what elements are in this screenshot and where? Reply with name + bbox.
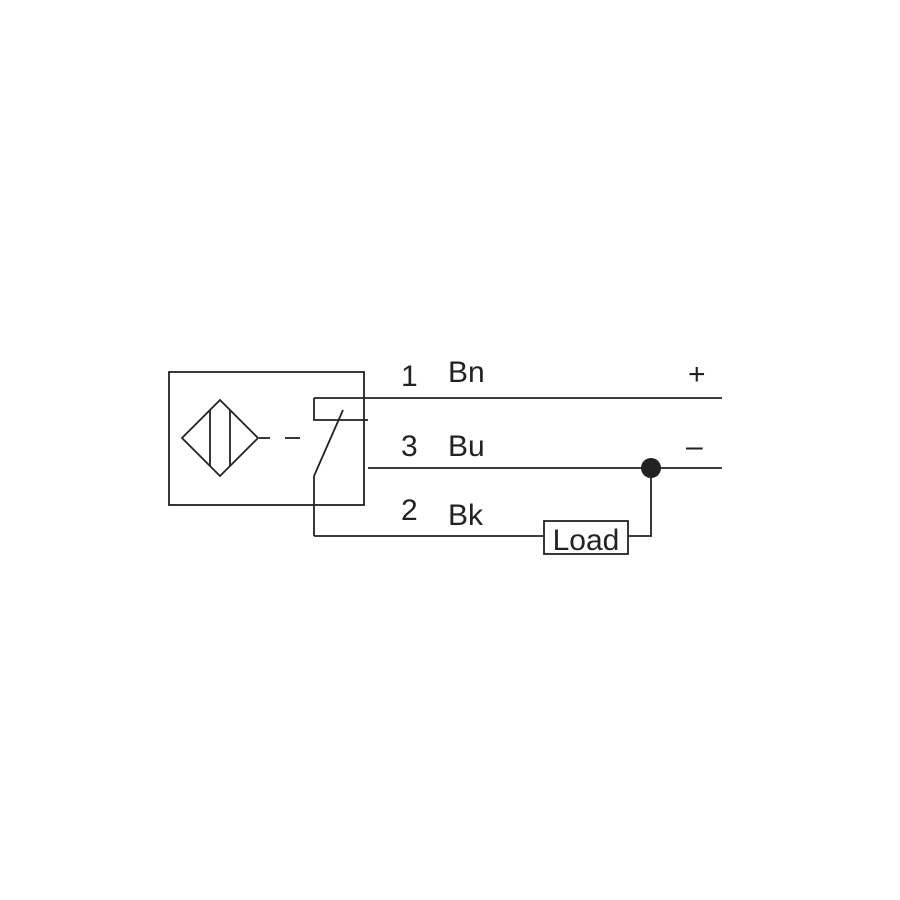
pin-number-1: 1 xyxy=(401,360,418,393)
color-code-bk: Bk xyxy=(448,499,484,532)
color-code-bn: Bn xyxy=(448,356,485,389)
sensor-housing xyxy=(168,371,365,506)
junction-node xyxy=(641,458,661,478)
polarity-minus: – xyxy=(686,430,703,463)
color-code-bu: Bu xyxy=(448,430,485,463)
polarity-plus: + xyxy=(688,358,706,391)
switch-blade xyxy=(313,409,344,477)
load-return-wire xyxy=(628,468,652,537)
pin-number-2: 2 xyxy=(401,494,418,527)
load-label: Load xyxy=(553,524,620,557)
switch-contact-bracket xyxy=(313,398,368,421)
load-box xyxy=(543,520,629,555)
sensor-symbol-icon xyxy=(180,398,260,478)
pin-number-3: 3 xyxy=(401,430,418,463)
